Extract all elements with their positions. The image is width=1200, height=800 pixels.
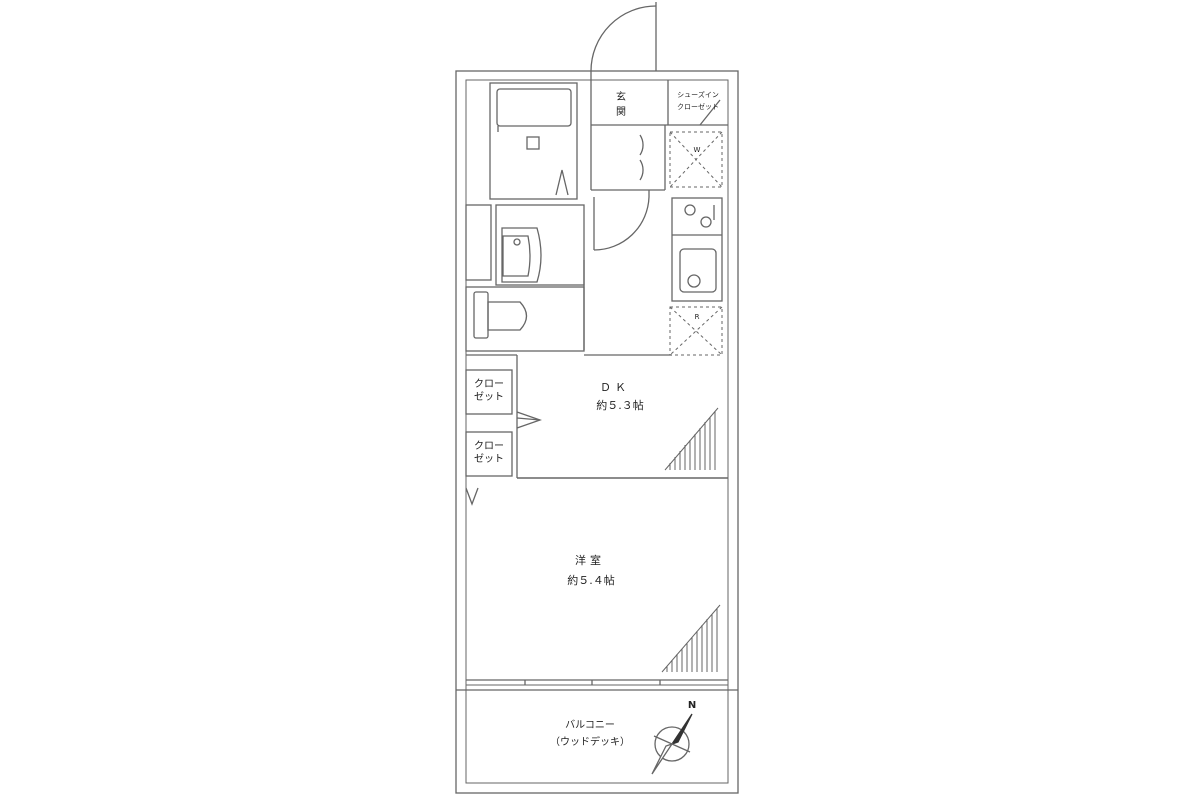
closet1-line2: ゼット (474, 392, 504, 403)
genkan-label: 玄 関 (616, 92, 626, 118)
compass-icon (651, 713, 693, 775)
yoshitsu-room (465, 487, 728, 686)
shoe-closet-label-2: クローゼット (677, 103, 719, 111)
dk-hatching (664, 407, 719, 471)
balcony-label: バルコニー (565, 720, 615, 731)
fridge-space (669, 306, 723, 356)
closet2-line2: ゼット (474, 454, 504, 465)
dk-label: ＤＫ (600, 381, 630, 394)
dk-room (465, 354, 728, 479)
entrance-door (590, 2, 657, 125)
kitchen-counter (671, 197, 723, 302)
washroom (465, 204, 585, 286)
washer-mark: W (693, 146, 701, 154)
yoshitsu-hatching (661, 604, 721, 673)
balcony-sub-label: （ウッドデッキ） (550, 737, 630, 748)
unit-bath (489, 82, 578, 200)
fridge-mark: R (694, 313, 700, 321)
closet2-line1: クロー (474, 441, 504, 452)
shoe-closet-label-1: シューズイン (677, 91, 719, 99)
north-mark: N (687, 700, 697, 711)
yoshitsu-size: 約５.４帖 (567, 574, 615, 587)
toilet-room (465, 260, 585, 352)
yoshitsu-label: 洋室 (575, 554, 605, 567)
washer-space (669, 131, 723, 188)
genkan-area (590, 80, 728, 191)
closet1-line1: クロー (474, 379, 504, 390)
hall-door (593, 190, 650, 251)
dk-size: 約５.３帖 (596, 399, 644, 412)
